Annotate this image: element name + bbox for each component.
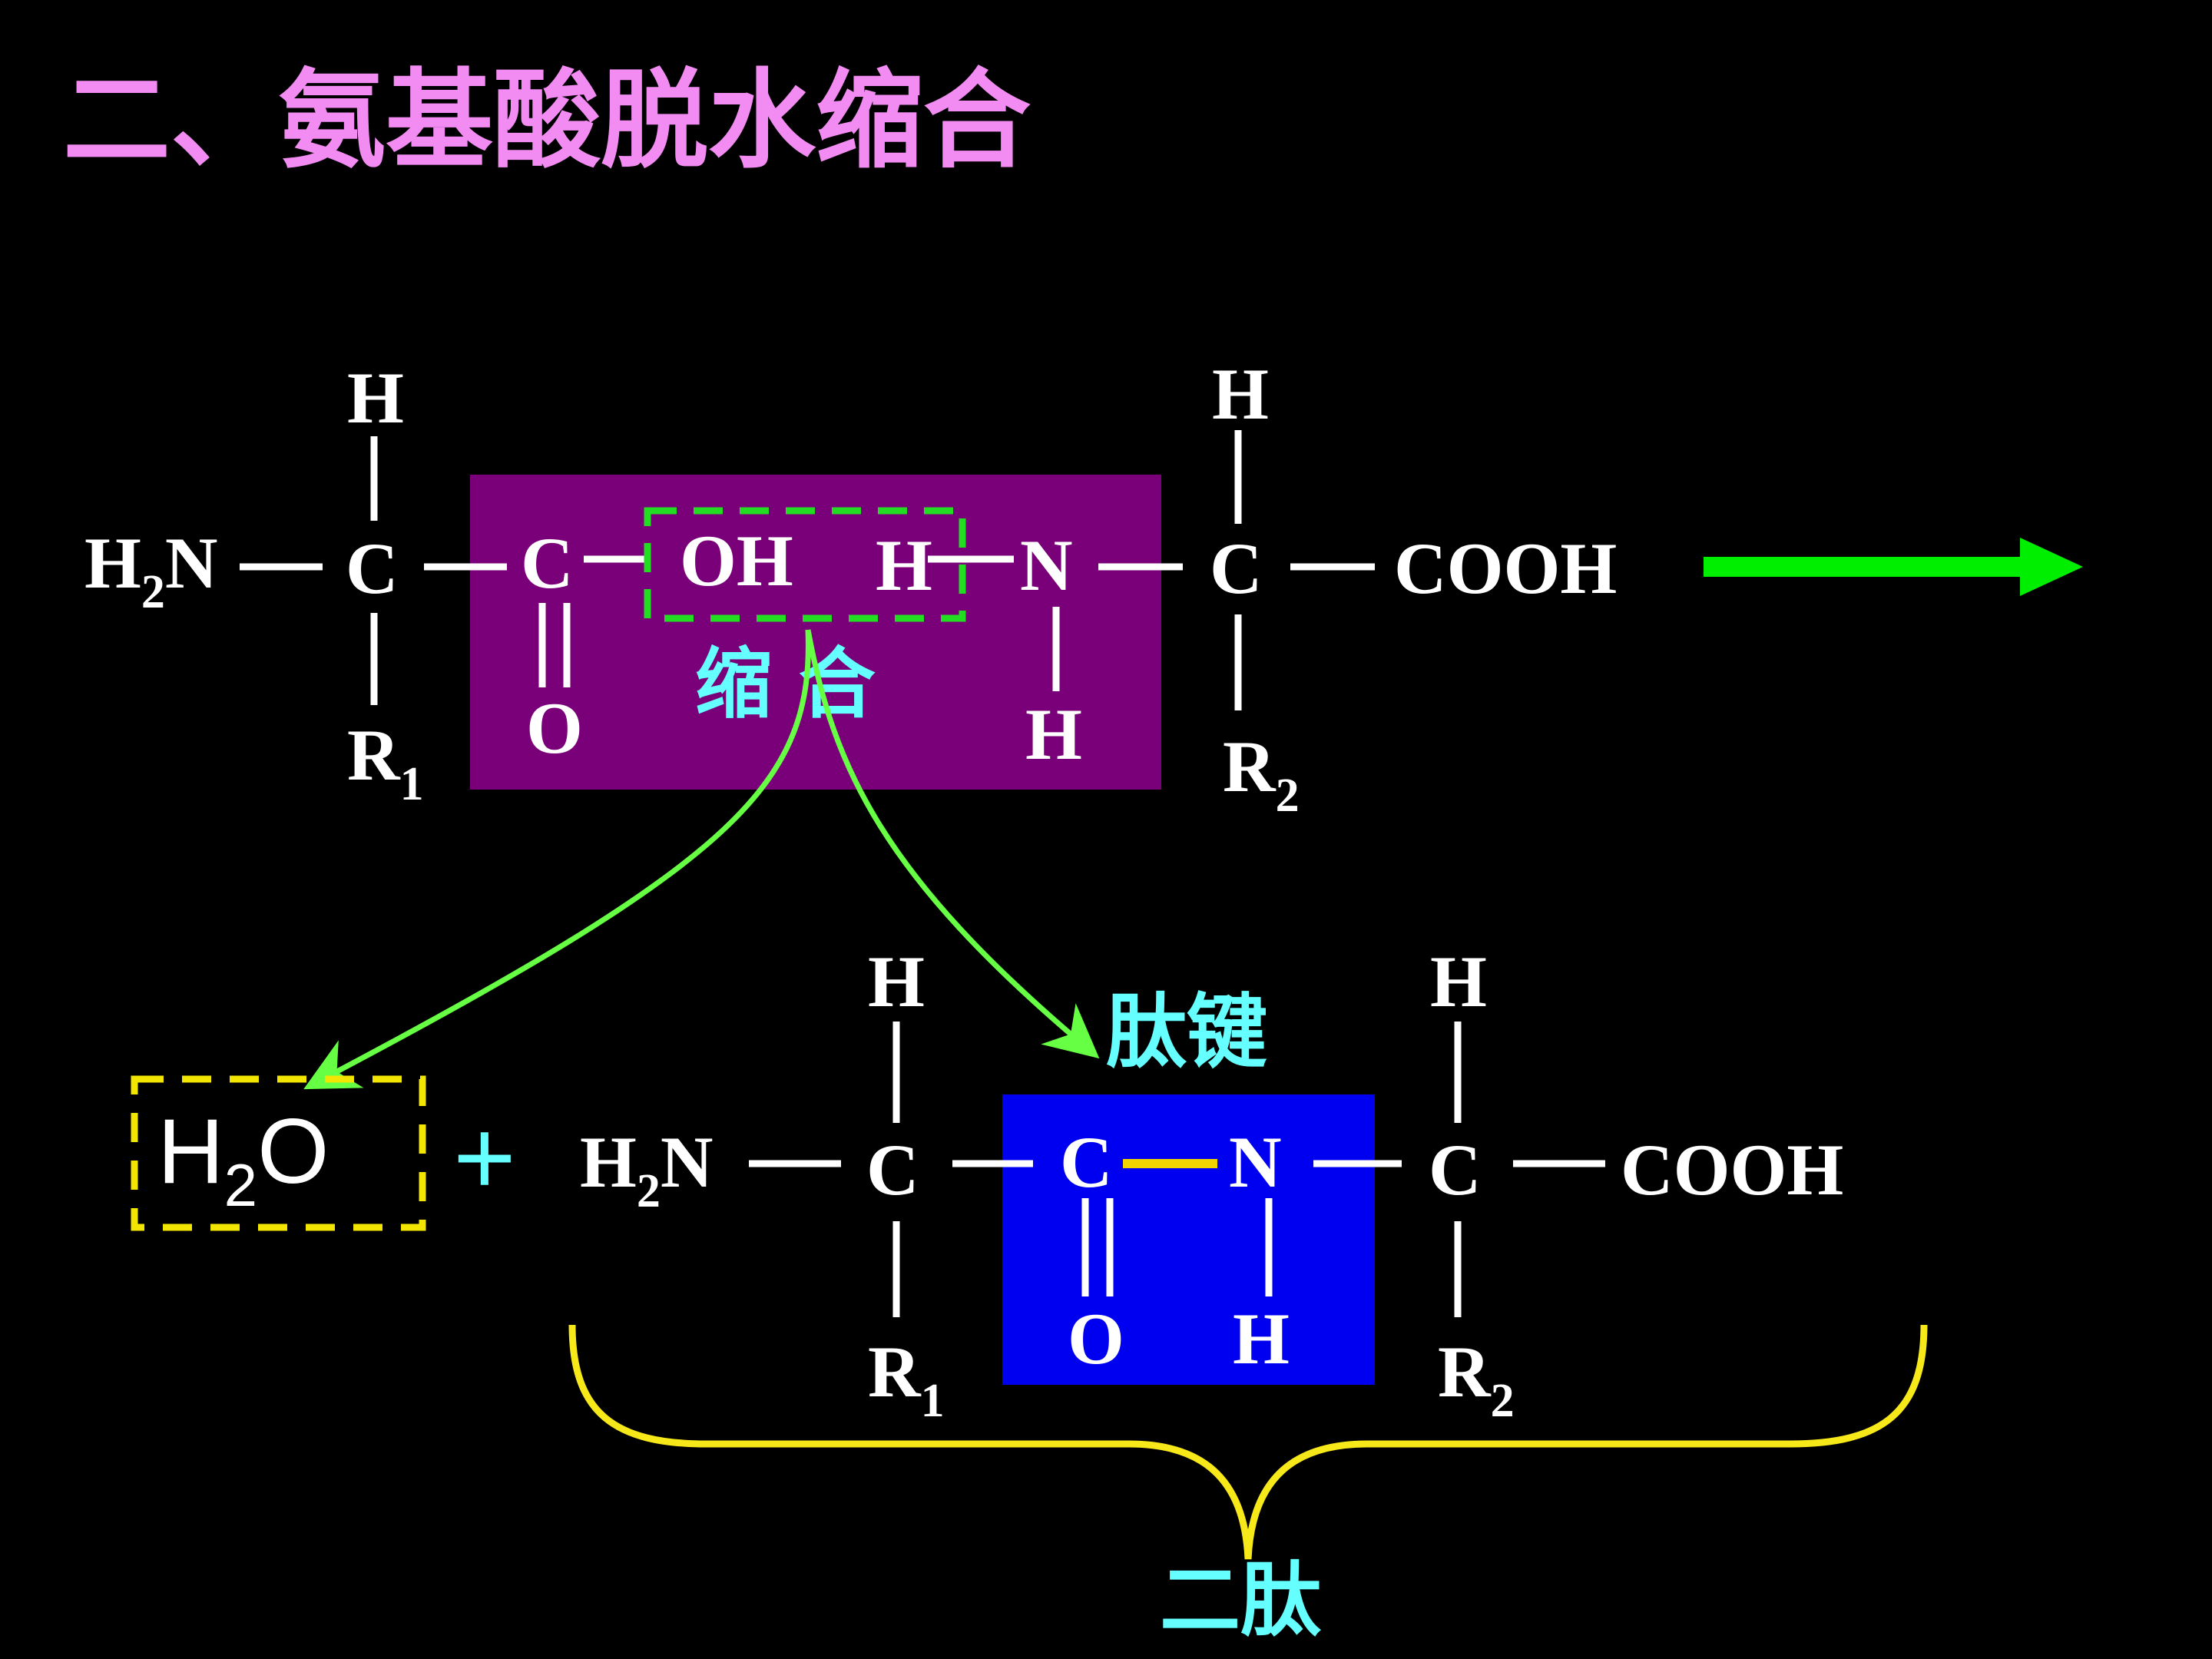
arrow-to-peptide-bond xyxy=(805,629,1100,1059)
dp-alpha-carbon-1: C xyxy=(866,1129,919,1210)
arrow-to-water xyxy=(303,629,811,1090)
aa2-amine-nitrogen: N xyxy=(1020,525,1073,606)
aa2-amine-hydrogen: H xyxy=(876,525,932,606)
dipeptide-label: 二肽 xyxy=(1160,1554,1322,1647)
dp-amide-hydrogen: H xyxy=(1233,1298,1290,1379)
plus-sign: + xyxy=(453,1097,516,1217)
dp-alpha-carbon-2: C xyxy=(1429,1129,1482,1210)
dp-r1-group: R1 xyxy=(868,1331,945,1427)
aa2-r-group: R2 xyxy=(1223,726,1300,822)
aa2-alpha-hydrogen: H xyxy=(1212,353,1269,435)
dipeptide-brace xyxy=(568,1324,1928,1560)
condensation-label: 缩 合 xyxy=(695,639,876,729)
aa1-hydroxyl: OH xyxy=(680,520,793,601)
page-title: 二、氨基酸脱水缩合 xyxy=(63,58,1031,184)
reaction-arrow-head xyxy=(2020,538,2083,596)
peptide-bond-label: 肽键 xyxy=(1106,985,1267,1079)
aa2-amine-hydrogen-bottom: H xyxy=(1025,694,1082,775)
dp-alpha-hydrogen-2: H xyxy=(1430,941,1487,1022)
water-formula: H2O xyxy=(157,1100,329,1219)
products: H2O + H2N C H R1 C O N H C H R2 COOH 肽键 xyxy=(131,941,1928,1647)
aa1-carbonyl-oxygen: O xyxy=(526,687,583,769)
reactants: H2N C H R1 C O OH H N H C H R2 COOH 缩 合 xyxy=(84,353,2083,822)
aa2-carboxyl: COOH xyxy=(1394,528,1617,609)
dp-amide-nitrogen: N xyxy=(1229,1121,1282,1203)
dp-r2-group: R2 xyxy=(1438,1331,1515,1427)
peptide-bond-box xyxy=(1002,1094,1375,1385)
aa1-alpha-carbon: C xyxy=(346,528,399,609)
dp-carbonyl-carbon: C xyxy=(1060,1121,1113,1203)
dp-alpha-hydrogen-1: H xyxy=(868,941,925,1022)
dp-carbonyl-oxygen: O xyxy=(1068,1298,1124,1379)
water-removal-dashed-box xyxy=(644,507,966,622)
dp-carboxyl: COOH xyxy=(1621,1129,1843,1210)
aa1-alpha-hydrogen: H xyxy=(347,357,404,439)
aa2-alpha-carbon: C xyxy=(1210,528,1263,609)
aa1-amine-group: H2N xyxy=(84,522,218,618)
condensation-region-box xyxy=(470,475,1161,790)
water-dashed-box xyxy=(131,1075,426,1231)
aa1-carbonyl-carbon: C xyxy=(521,522,574,604)
dp-amine-group: H2N xyxy=(580,1121,714,1217)
aa1-r-group: R1 xyxy=(347,714,424,810)
